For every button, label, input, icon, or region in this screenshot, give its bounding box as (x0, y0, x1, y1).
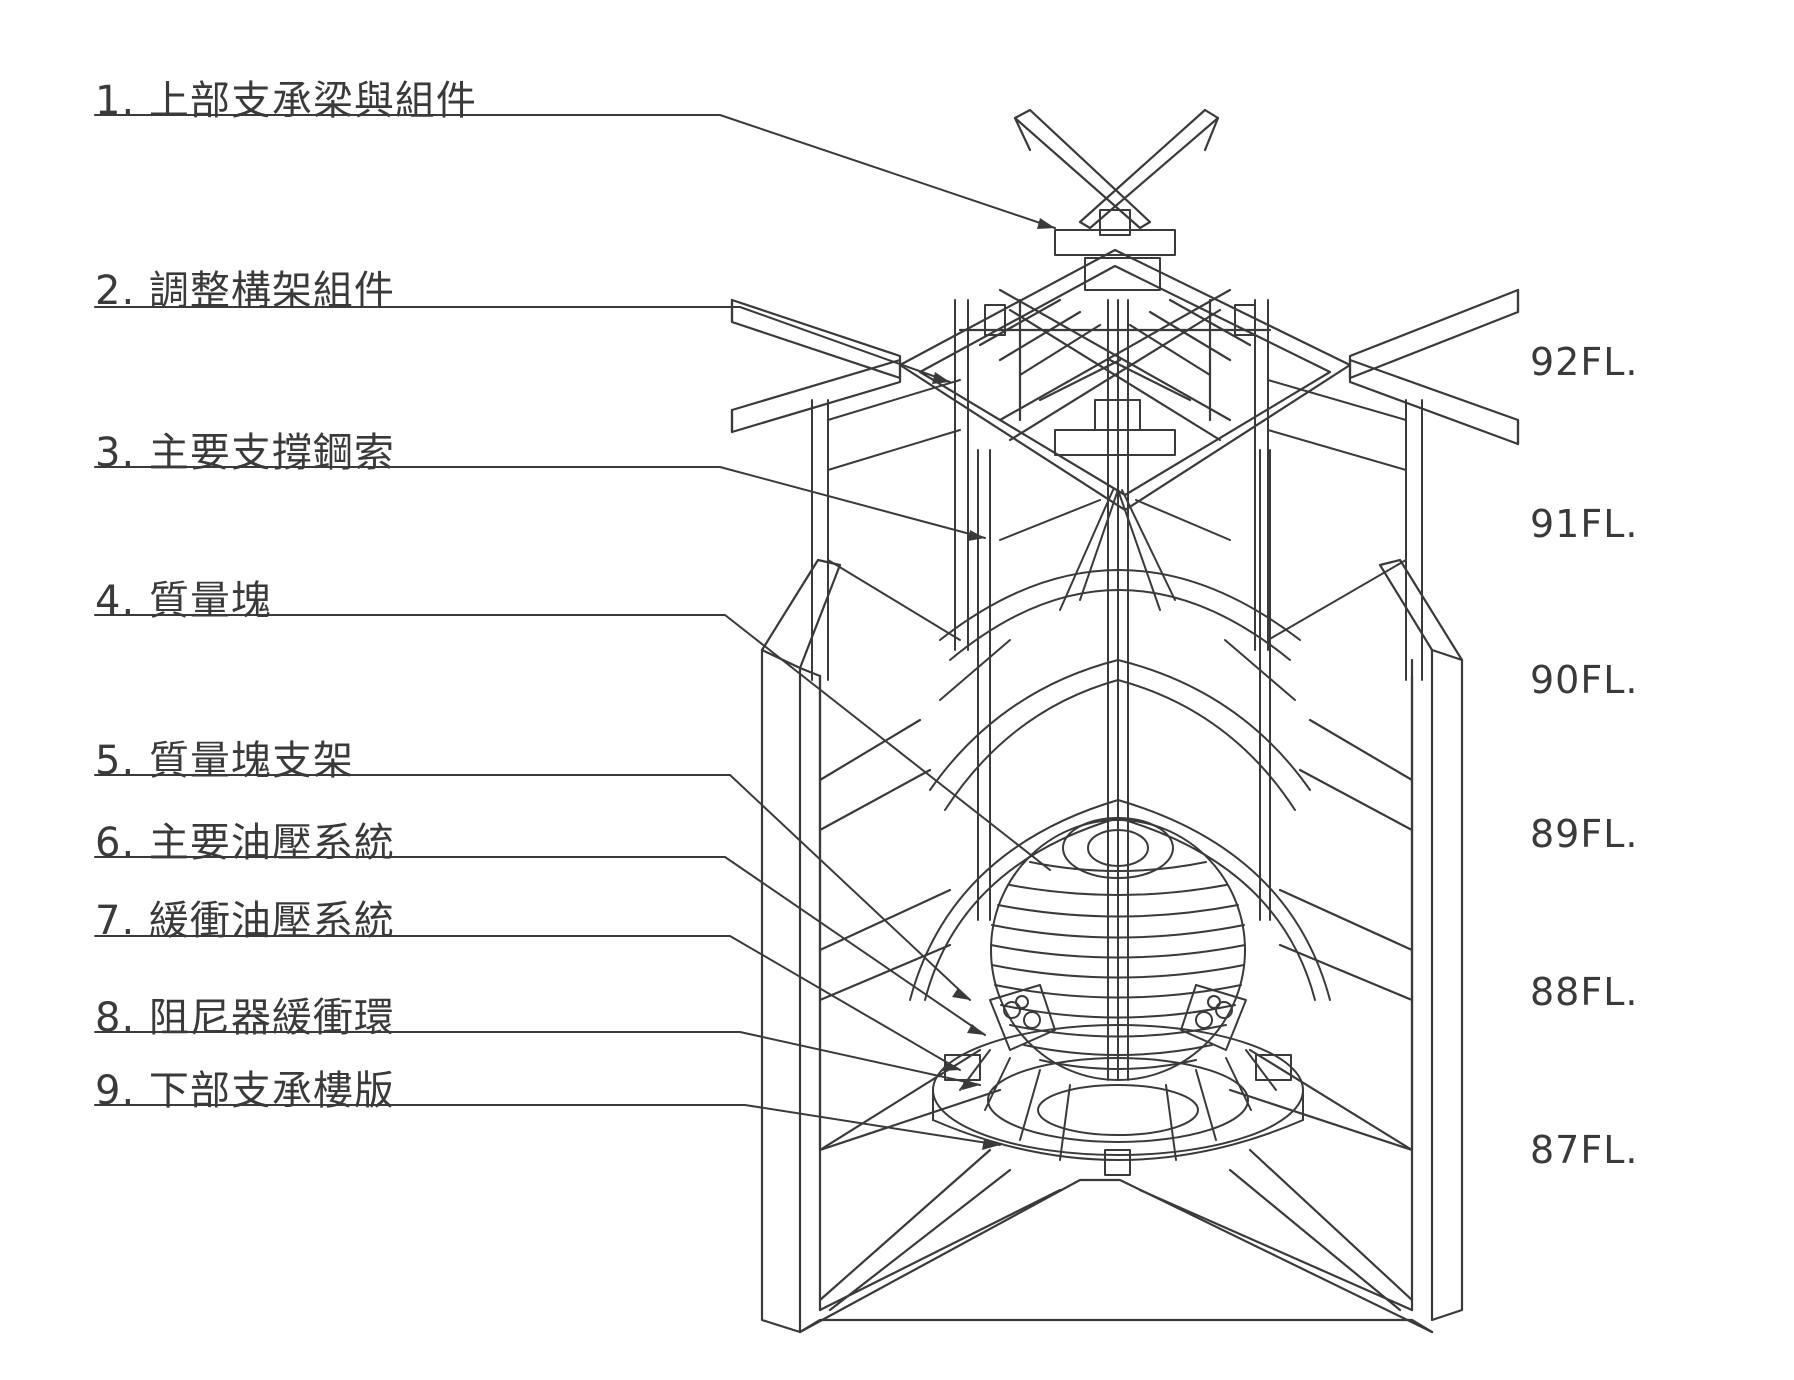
main-cables (977, 299, 1271, 1081)
label-6: 6. 主要油壓系統 (95, 820, 395, 866)
label-6-text: 主要油壓系統 (148, 820, 395, 866)
label-3-number: 3 (95, 430, 122, 476)
label-8-text: 阻尼器緩衝環 (148, 995, 395, 1041)
floor-label-87: 87FL. (1530, 1128, 1639, 1172)
leader-line-2 (94, 306, 951, 383)
floor-label-90: 90FL. (1530, 658, 1639, 702)
label-9: 9. 下部支承樓版 (95, 1068, 395, 1114)
label-7: 7. 緩衝油壓系統 (95, 898, 395, 944)
leader-line-9 (94, 1104, 1001, 1146)
label-5-text: 質量塊支架 (148, 738, 354, 784)
leader-line-7 (94, 935, 961, 1071)
label-5-number: 5 (95, 738, 122, 784)
label-2: 2. 調整構架組件 (95, 268, 395, 314)
label-5: 5. 質量塊支架 (95, 738, 354, 784)
leader-line-6 (94, 856, 986, 1036)
label-8-number: 8 (95, 995, 122, 1041)
lower-slab (932, 1024, 1304, 1176)
leader-line-3 (94, 466, 986, 539)
leader-line-5 (94, 774, 971, 1001)
mass-sphere (990, 817, 1246, 1081)
top-hub (984, 209, 1256, 456)
label-1-text: 上部支承梁與組件 (148, 78, 477, 124)
floor-label-88: 88FL. (1530, 970, 1639, 1014)
leader-lines (94, 114, 1056, 1146)
outer-frame (760, 558, 1464, 1334)
leader-arrows (932, 218, 1055, 1150)
label-9-text: 下部支承樓版 (148, 1068, 395, 1114)
label-1-number: 1 (95, 78, 122, 124)
floor-label-92: 92FL. (1530, 340, 1639, 384)
label-3-text: 主要支撐鋼索 (148, 430, 395, 476)
label-1: 1. 上部支承梁與組件 (95, 78, 477, 124)
label-4: 4. 質量塊 (95, 578, 272, 624)
label-4-number: 4 (95, 578, 122, 624)
arch-supports (909, 569, 1331, 1001)
label-6-number: 6 (95, 820, 122, 866)
label-7-text: 緩衝油壓系統 (148, 898, 395, 944)
upper-posts (811, 299, 1423, 681)
label-9-number: 9 (95, 1068, 122, 1114)
leader-line-4 (94, 614, 1051, 871)
label-8: 8. 阻尼器緩衝環 (95, 995, 395, 1041)
label-2-number: 2 (95, 268, 122, 314)
label-3: 3. 主要支撐鋼索 (95, 430, 395, 476)
top-cross-beams (730, 108, 1520, 512)
label-7-number: 7 (95, 898, 122, 944)
leader-line-8 (94, 1031, 981, 1086)
label-4-text: 質量塊 (148, 578, 272, 624)
floor-label-89: 89FL. (1530, 812, 1639, 856)
label-2-text: 調整構架組件 (148, 268, 395, 314)
floor-label-91: 91FL. (1530, 502, 1639, 546)
leader-line-1 (94, 114, 1056, 229)
